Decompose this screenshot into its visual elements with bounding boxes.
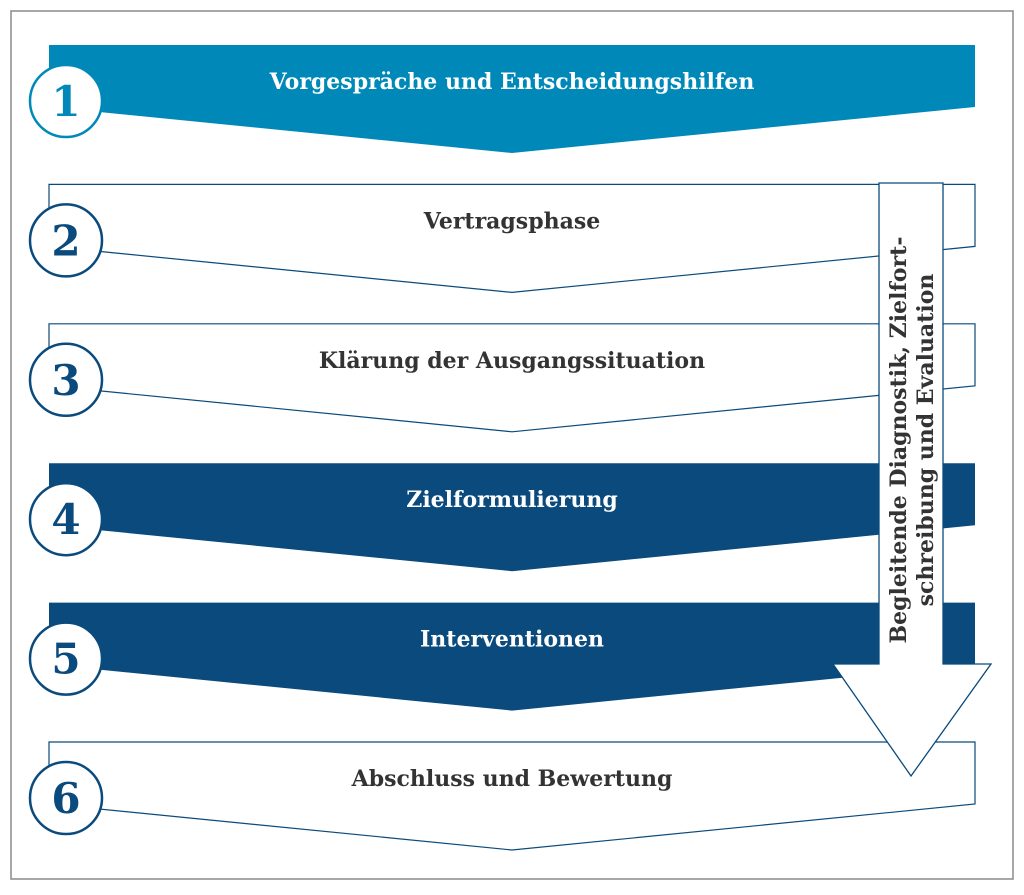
steps-layer: 1 Vorgespräche und Entscheidungshilfen 2 Ve… (28, 45, 976, 851)
step-2-label: Vertragsphase (423, 208, 600, 234)
step-6: 6 Abschluss und Bewertung (28, 741, 976, 851)
step-4-number-badge (28, 481, 104, 557)
step-3-label: Klärung der Ausgangssituation (319, 348, 705, 374)
step-6-number-badge (28, 760, 104, 836)
step-5-number: 5 (51, 635, 80, 684)
step-1: 1 Vorgespräche und Entscheidungshilfen (28, 45, 975, 153)
step-1-chevron (49, 45, 975, 153)
step-3: 3 Klärung der Ausgangssituation (28, 323, 976, 433)
step-5-label: Interventionen (420, 627, 604, 653)
step-3-number-badge (28, 342, 104, 418)
side-arrow-shape (831, 182, 993, 778)
step-4-chevron (49, 463, 975, 572)
side-arrow-text: Begleitende Diagnostik, Zielfort-schreib… (886, 237, 939, 644)
step-6-label: Abschluss und Bewertung (351, 766, 673, 792)
outer-frame (10, 10, 1014, 880)
step-4: 4 Zielformulierung (28, 463, 975, 572)
side-arrow-line-2: schreibung und Evaluation (913, 274, 939, 607)
step-1-number-badge (28, 63, 104, 139)
step-5-number-badge (28, 621, 104, 696)
step-5-chevron (49, 602, 975, 711)
step-2: 2 Vertragsphase (28, 183, 976, 294)
step-2-number: 2 (51, 216, 80, 265)
step-4-number: 4 (51, 495, 80, 544)
step-2-number-badge (28, 203, 104, 278)
side-arrow-line-1: Begleitende Diagnostik, Zielfort- (886, 237, 912, 644)
step-4-label: Zielformulierung (406, 487, 617, 513)
side-arrow: Begleitende Diagnostik, Zielfort-schreib… (831, 182, 993, 778)
step-5: 5 Interventionen (28, 602, 975, 711)
step-1-label: Vorgespräche und Entscheidungshilfen (269, 69, 755, 95)
step-1-number: 1 (51, 77, 80, 126)
step-6-number: 6 (51, 774, 80, 823)
step-3-number: 3 (51, 356, 80, 405)
